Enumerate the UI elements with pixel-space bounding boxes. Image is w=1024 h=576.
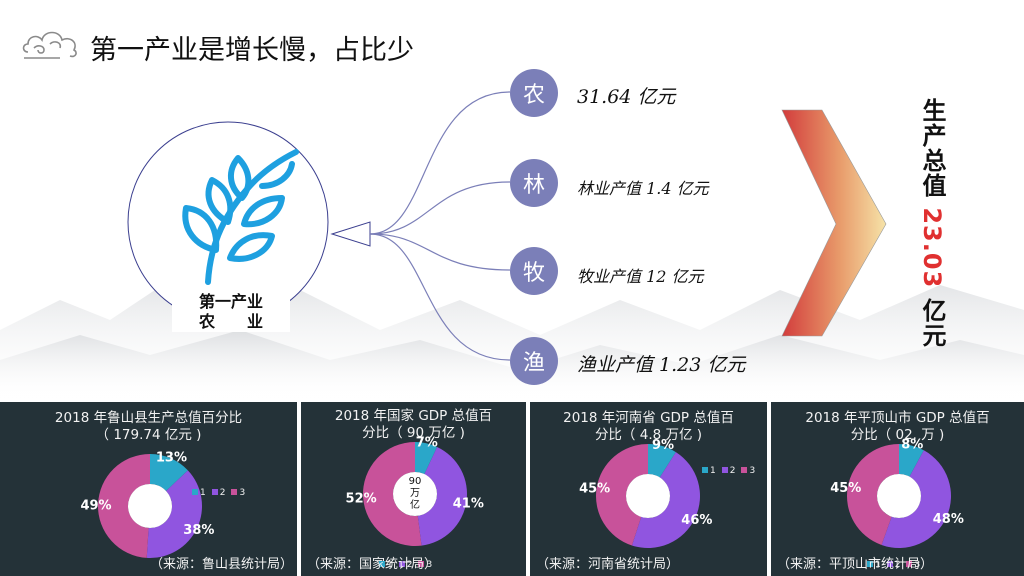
legend-item: 1 xyxy=(702,466,716,476)
legend-swatch xyxy=(418,561,425,567)
legend-item: 1 xyxy=(379,560,393,570)
legend-item: 2 xyxy=(398,560,412,570)
branch-diagram xyxy=(127,91,887,361)
legend-swatch xyxy=(192,489,198,495)
fishery-value: 渔业产值 1.23 亿元 xyxy=(577,354,746,376)
legend-swatch xyxy=(211,489,218,495)
legend-item: 3 xyxy=(231,488,245,498)
donut-center-text: 亿 xyxy=(410,498,420,511)
legend-item: 1 xyxy=(867,560,881,570)
legend-swatch xyxy=(398,561,405,567)
pointer-triangle xyxy=(330,221,371,247)
agriculture-value: 31.64 亿元 xyxy=(577,86,676,108)
legend-item: 2 xyxy=(886,560,900,570)
donut-slice-1 xyxy=(415,442,438,475)
total-output: 生产总值 23.03 亿元 xyxy=(918,98,946,348)
sector-label: 第一产业 农 业 xyxy=(172,292,290,332)
slice-label: 49% xyxy=(80,498,111,513)
slice-label: 46% xyxy=(681,513,712,528)
donut-slice-2 xyxy=(417,446,467,546)
donut-chart: 9% 46% 45% xyxy=(579,438,712,548)
chart-title: 2018 年鲁山县生产总值百分比 （ 179.74 亿元 ) xyxy=(54,410,243,443)
legend-item: 3 xyxy=(906,560,920,570)
legend-swatch xyxy=(741,467,748,473)
legend-item: 1 xyxy=(192,488,206,498)
total-arrow xyxy=(781,109,887,337)
slice-label: 48% xyxy=(933,512,964,527)
slice-label: 9% xyxy=(652,438,674,453)
donut-slice-3 xyxy=(363,442,422,546)
legend-item: 3 xyxy=(741,466,755,476)
donut-hole xyxy=(877,474,921,518)
chart-panel-henan: 2018 年河南省 GDP 总值百 分比（ 4.8 万亿 ) 9%46%45% … xyxy=(530,402,767,576)
donut-hole xyxy=(393,472,437,516)
donut-center-text: 90 xyxy=(409,476,422,487)
donut-chart: 8% 48% 45% xyxy=(830,438,964,548)
donut-slice-1 xyxy=(150,454,188,491)
legend-swatch xyxy=(702,467,708,473)
donut-slice-3 xyxy=(596,444,648,546)
husbandry-value: 牧业产值 12 亿元 xyxy=(577,267,704,286)
slice-label: 52% xyxy=(346,491,377,506)
slice-label: 13% xyxy=(156,450,187,465)
chart-title: 2018 年河南省 GDP 总值百 分比（ 4.8 万亿 ) xyxy=(563,410,734,443)
legend-swatch xyxy=(231,489,238,495)
page-title: 第一产业是增长慢，占比少 xyxy=(90,35,414,66)
slice-label: 45% xyxy=(579,482,610,497)
chart-title: 2018 年国家 GDP 总值百 分比（ 90 万亿 ) xyxy=(334,408,493,441)
legend-swatch xyxy=(867,561,873,567)
legend-swatch xyxy=(379,561,385,567)
donut-hole xyxy=(626,474,670,518)
slice-label: 8% xyxy=(901,438,923,453)
chart-source: （来源：鲁山县统计局） xyxy=(149,557,293,572)
node-forestry: 林 xyxy=(510,159,558,207)
chart-panel-pingdingshan: 2018 年平顶山市 GDP 总值百 分比（ 02. 万 ) 8%48%45% … xyxy=(771,402,1024,576)
donut-slice-3 xyxy=(847,444,899,545)
chart-panel-lushan: 2018 年鲁山县生产总值百分比 （ 179.74 亿元 ) 13% 38% 49%… xyxy=(0,402,297,576)
legend-item: 3 xyxy=(418,560,432,570)
legend-swatch xyxy=(721,467,728,473)
donut-slice-1 xyxy=(648,444,676,478)
cloud-logo-icon xyxy=(22,31,77,59)
donut-chart: 13% 38% 49% xyxy=(80,450,214,558)
node-agriculture: 农 xyxy=(510,69,558,117)
donut-slice-2 xyxy=(881,450,951,548)
slice-label: 7% xyxy=(416,435,438,450)
chart-source: （来源：平顶山市统计局） xyxy=(777,557,934,572)
donut-slice-3 xyxy=(97,454,150,558)
legend-item: 2 xyxy=(721,466,735,476)
legend-swatch xyxy=(906,561,913,567)
legend-swatch xyxy=(886,561,893,567)
legend-item: 2 xyxy=(211,488,225,498)
node-fishery: 渔 xyxy=(510,337,558,385)
leaf-branch-icon xyxy=(182,149,299,285)
chart-source: （来源：国家统计局） xyxy=(307,557,438,572)
donut-slice-1 xyxy=(899,444,924,477)
node-husbandry: 牧 xyxy=(510,247,558,295)
chart-title: 2018 年平顶山市 GDP 总值百 分比（ 02. 万 ) xyxy=(805,410,990,443)
slice-label: 45% xyxy=(830,481,861,496)
donut-slice-2 xyxy=(631,452,700,548)
slice-label: 41% xyxy=(453,496,484,511)
chart-source: （来源：河南省统计局） xyxy=(536,557,680,572)
slice-label: 38% xyxy=(183,523,214,538)
donut-hole xyxy=(128,484,172,528)
donut-center-text: 万 xyxy=(410,488,420,499)
forestry-value: 林业产值 1.4 亿元 xyxy=(577,179,709,198)
donut-slice-2 xyxy=(146,470,203,558)
